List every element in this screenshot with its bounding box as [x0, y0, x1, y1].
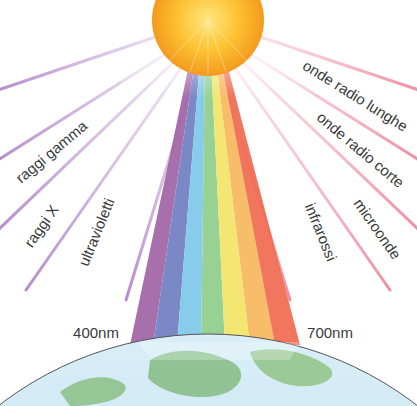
wavelength-label: 400nm: [73, 325, 119, 342]
radiation-label: ultravioletti: [76, 196, 118, 269]
wavelength-label: 700nm: [307, 325, 353, 342]
radiation-label: raggi X: [22, 202, 63, 250]
radiation-label: microonde: [350, 196, 404, 263]
